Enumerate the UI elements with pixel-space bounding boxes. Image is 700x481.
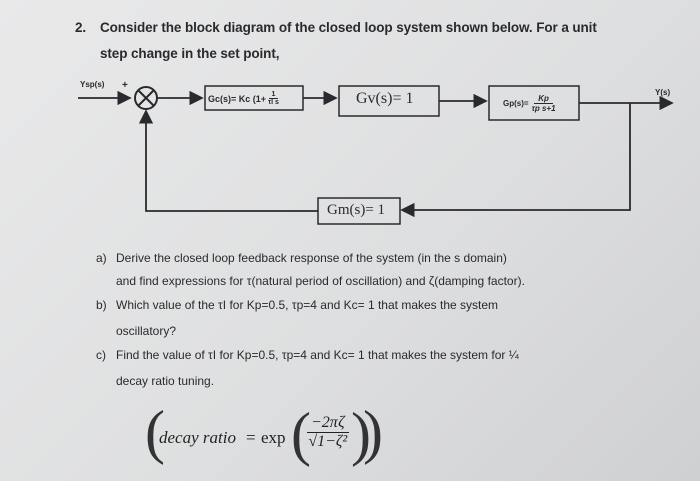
sensor-label: Gm(s)= 1: [327, 202, 386, 218]
part-c-line1: Find the value of τI for Kp=0.5, τp=4 an…: [116, 348, 519, 362]
part-c-label: c): [96, 348, 106, 362]
formula-exp-close-paren: ): [351, 401, 371, 467]
part-c-line2: decay ratio tuning.: [116, 374, 215, 388]
question-text-line2: step change in the set point,: [100, 46, 280, 61]
process-frac-num: Kp: [534, 94, 553, 104]
feedback-line-left: [138, 109, 318, 212]
part-a-label: a): [96, 251, 107, 265]
decay-ratio-formula: ( decay ratio = exp ( −2πζ √1−ζ² ) ): [145, 401, 383, 470]
controller-label-left: Gc(s)= Kc (1+: [208, 93, 267, 104]
formula-equals: =: [246, 428, 256, 447]
controller-frac-den: τI s: [268, 99, 279, 106]
process-label: Gp(s)= Kp τp s+1: [503, 94, 556, 113]
controller-frac-num: 1: [268, 91, 279, 99]
process-fraction: Kp τp s+1: [532, 94, 556, 113]
part-a-line1: Derive the closed loop feedback response…: [116, 251, 507, 265]
part-b-label: b): [96, 298, 107, 312]
formula-open-paren: (: [145, 399, 165, 465]
output-label: Y(s): [655, 88, 671, 97]
question-text-line1: Consider the block diagram of the closed…: [100, 20, 597, 35]
formula-denominator: √1−ζ²: [308, 433, 348, 450]
part-b-line2: oscillatory?: [116, 324, 177, 338]
input-sign: +: [122, 80, 128, 91]
feedback-line-right: [400, 103, 631, 218]
part-b-line1: Which value of the τI for Kp=0.5, τp=4 a…: [116, 298, 499, 312]
valve-label: Gv(s)= 1: [356, 90, 414, 107]
process-frac-den: τp s+1: [531, 104, 556, 113]
block-diagram: [78, 85, 674, 225]
input-label: Ysp(s): [80, 80, 105, 89]
process-label-left: Gp(s)=: [503, 99, 529, 108]
formula-numerator: −2πζ: [307, 414, 349, 433]
controller-fraction: 1 τI s: [268, 91, 279, 106]
formula-exp-open-paren: (: [291, 401, 311, 467]
question-number: 2.: [75, 20, 87, 35]
controller-label: Gc(s)= Kc (1+ 1 τI s: [208, 91, 279, 106]
formula-fraction: −2πζ √1−ζ²: [307, 414, 349, 451]
formula-lhs: decay ratio: [159, 428, 236, 447]
formula-exp: exp: [261, 428, 286, 447]
part-a-line2: and find expressions for τ(natural perio…: [116, 274, 525, 288]
summing-junction: [134, 86, 158, 110]
formula-close-paren: ): [363, 399, 383, 465]
